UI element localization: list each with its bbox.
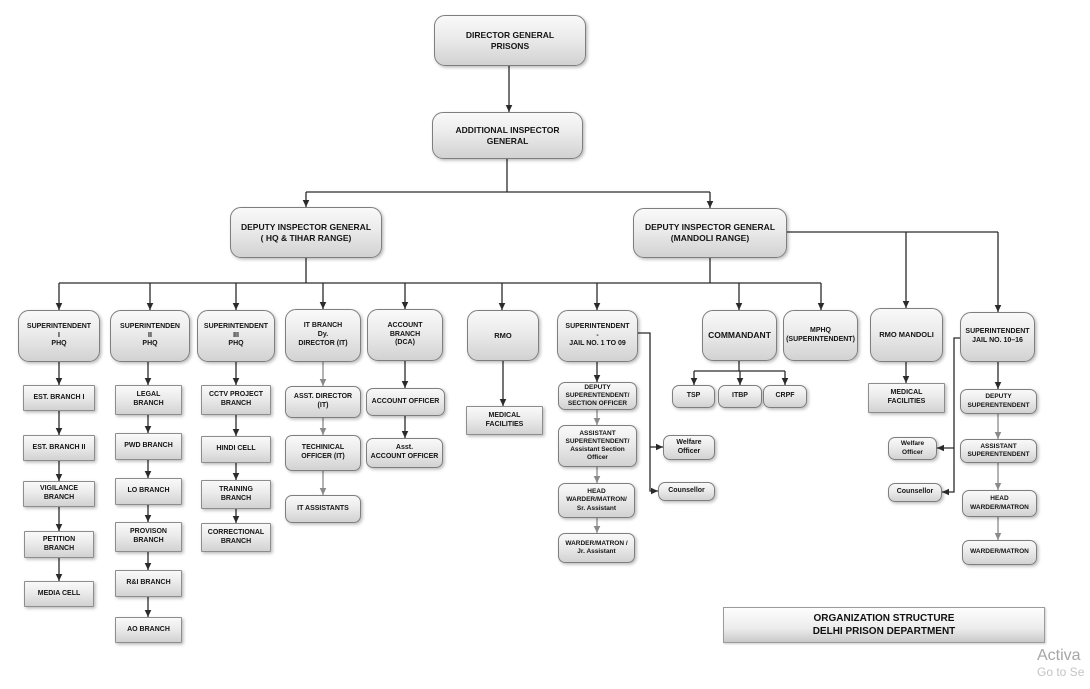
org-node-account-officer: ACCOUNT OFFICER	[366, 388, 445, 416]
windows-activation-watermark: Activa Go to Se	[1037, 647, 1090, 689]
org-node-itbp: ITBP	[718, 385, 762, 408]
org-node-pwd-branch: PWD BRANCH	[115, 433, 182, 460]
org-node-it-assistants: IT ASSISTANTS	[285, 495, 361, 523]
org-node-hindi-cell: HINDI CELL	[201, 436, 271, 463]
org-node-asst-director-it: ASST. DIRECTOR (IT)	[285, 386, 361, 418]
org-node-warder-matron: WARDER/MATRON	[962, 540, 1037, 565]
org-node-rmo: RMO	[467, 310, 539, 361]
org-node-account-branch: ACCOUNT BRANCH (DCA)	[367, 309, 443, 361]
org-node-est-branch-1: EST. BRANCH I	[23, 385, 95, 411]
org-node-it-branch: IT BRANCH Dy. DIRECTOR (IT)	[285, 309, 361, 362]
org-title-box: ORGANIZATION STRUCTURE DELHI PRISON DEPA…	[723, 607, 1045, 643]
org-node-dig-mandoli: DEPUTY INSPECTOR GENERAL (MANDOLI RANGE)	[633, 208, 787, 258]
org-node-deputy-superentendent: DEPUTY SUPERENTENDENT	[960, 389, 1037, 414]
org-node-mphq: MPHQ (SUPERINTENDENT)	[783, 310, 858, 361]
org-node-ao-branch: AO BRANCH	[115, 617, 182, 643]
org-node-counsellor-tihar: Counsellor	[658, 482, 715, 501]
org-node-superintendent-jail-1-09: SUPERINTENDENT - JAIL NO. 1 TO 09	[557, 310, 638, 362]
org-node-asst-account-officer: Asst. ACCOUNT OFFICER	[366, 438, 443, 468]
org-node-welfare-officer-tihar: Welfare Officer	[663, 435, 715, 460]
org-node-superintendent-jail-10-16: SUPERINTENDENT JAIL NO. 10–16	[960, 312, 1035, 362]
org-node-techinical-officer-it: TECHINICAL OFFICER (IT)	[285, 435, 361, 471]
org-node-ri-branch: R&I BRANCH	[115, 570, 182, 597]
org-node-head-warder-matron-sr-assistant: HEAD WARDER/MATRON/ Sr. Assistant	[558, 483, 635, 518]
org-node-vigilance-branch: VIGILANCE BRANCH	[23, 481, 95, 507]
org-title-line2: DELHI PRISON DEPARTMENT	[812, 626, 956, 637]
org-node-media-cell: MEDIA CELL	[24, 581, 94, 607]
org-node-medical-facilities-mandoli: MEDICAL FACILITIES	[868, 383, 945, 413]
org-node-additional-inspector-general: ADDITIONAL INSPECTOR GENERAL	[432, 112, 583, 159]
org-node-head-warder-matron: HEAD WARDER/MATRON	[962, 490, 1037, 517]
org-node-lo-branch: LO BRANCH	[115, 478, 182, 505]
org-node-commandant: COMMANDANT	[702, 310, 777, 361]
org-node-assistant-superentendent: ASSISTANT SUPERENTENDENT	[960, 439, 1037, 463]
org-node-deputy-supdt-section-officer: DEPUTY SUPERENTENDENT/ SECTION OFFICER	[558, 382, 637, 410]
org-node-legal-branch: LEGAL BRANCH	[115, 385, 182, 415]
org-node-rmo-mandoli: RMO MANDOLI	[870, 308, 943, 362]
org-node-counsellor-mandoli: Counsellor	[888, 483, 942, 502]
org-node-director-general: DIRECTOR GENERAL PRISONS	[434, 15, 586, 66]
org-node-correctional-branch: CORRECTIONAL BRANCH	[201, 523, 271, 552]
org-node-tsp: TSP	[672, 385, 715, 408]
org-node-welfare-officer-mandoli: Welfare Officer	[888, 437, 937, 460]
org-node-est-branch-2: EST. BRANCH II	[23, 435, 95, 461]
org-node-cctv-project-branch: CCTV PROJECT BRANCH	[201, 385, 271, 415]
org-node-superintendent-3-phq: SUPERINTENDENT III PHQ	[197, 310, 275, 362]
org-title-line1: ORGANIZATION STRUCTURE	[813, 613, 955, 624]
org-node-superintendent-2-phq: SUPERINTENDEN II PHQ	[110, 310, 190, 362]
org-node-provison-branch: PROVISON BRANCH	[115, 522, 182, 552]
org-node-crpf: CRPF	[763, 385, 807, 408]
org-node-superintendent-1-phq: SUPERINTENDENT I PHQ	[18, 310, 100, 362]
org-node-dig-hq-tihar: DEPUTY INSPECTOR GENERAL ( HQ & TIHAR RA…	[230, 207, 382, 258]
watermark-line1: Activa	[1037, 647, 1081, 664]
org-node-medical-facilities-tihar: MEDICAL FACILITIES	[466, 406, 543, 435]
org-node-petition-branch: PETITION BRANCH	[24, 531, 94, 558]
org-node-training-branch: TRAINING BRANCH	[201, 480, 271, 509]
watermark-line2: Go to Se	[1037, 665, 1085, 679]
org-node-warder-matron-jr-assistant: WARDER/MATRON / Jr. Assistant	[558, 533, 635, 563]
org-node-asst-supdt-asst-section-officer: ASSISTANT SUPERENTENDENT/ Assistant Sect…	[558, 425, 637, 467]
